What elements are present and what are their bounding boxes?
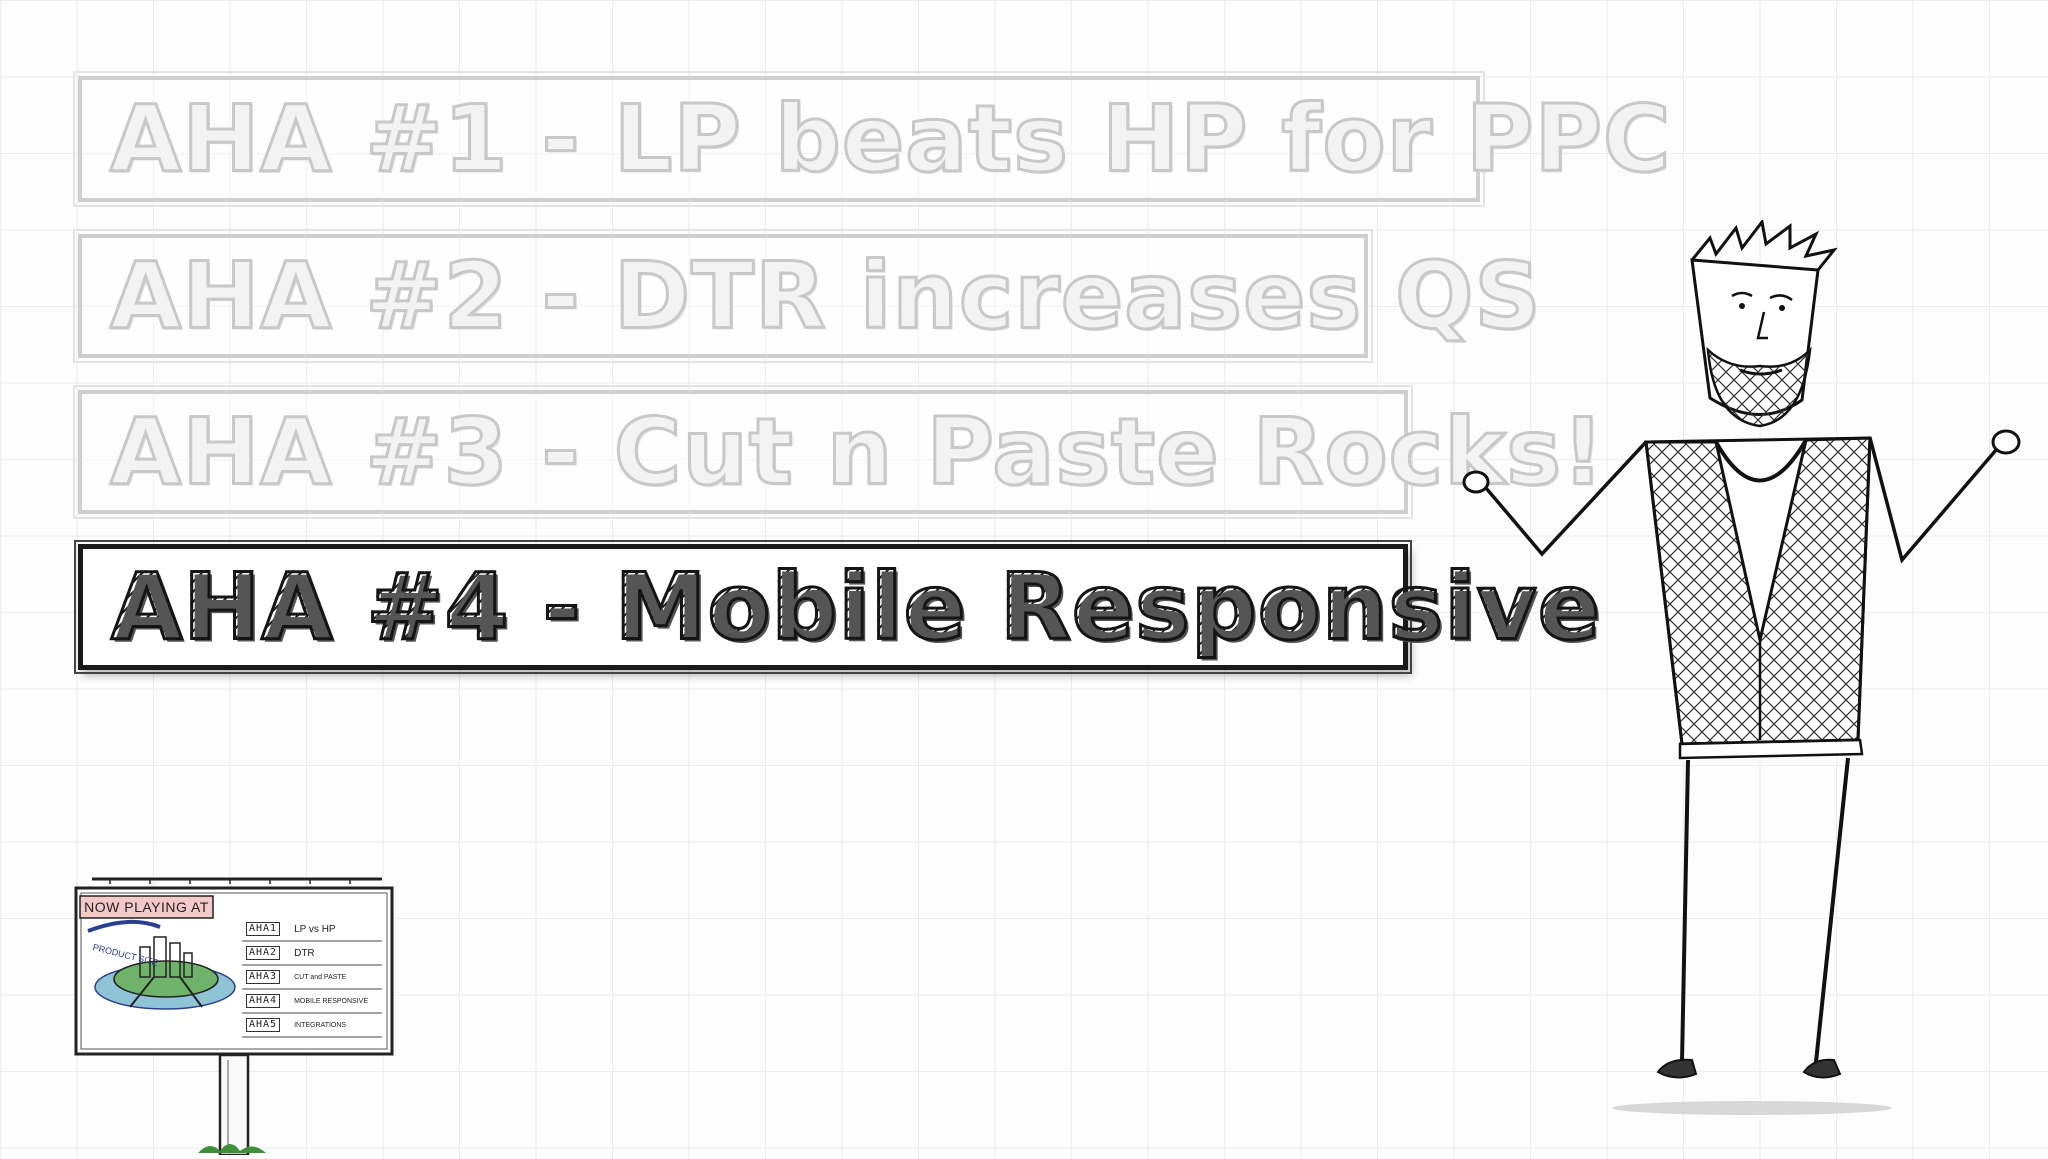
billboard-row-label: CUT and PASTE	[294, 973, 347, 981]
stick-figure	[1430, 218, 2030, 1120]
stick-figure-drawing	[1462, 218, 2021, 1115]
aha-4-text: AHA #4 - Mobile Responsive	[109, 552, 1602, 662]
billboard-row: AHA2 DTR	[246, 943, 315, 963]
billboard-row-label: MOBILE RESPONSIVE	[294, 997, 369, 1005]
billboard-row-aha: AHA4	[246, 994, 281, 1008]
billboard-drawing	[74, 877, 394, 1157]
aha-3-text: AHA #3 - Cut n Paste Rocks!	[108, 397, 1606, 507]
billboard-row-label: DTR	[294, 947, 315, 959]
billboard-row: AHA3 CUT and PASTE	[246, 967, 346, 987]
billboard-row-aha: AHA2	[246, 946, 281, 960]
aha-2-text: AHA #2 - DTR increases QS	[109, 241, 1543, 351]
aha-2-box: AHA #2 - DTR increases QS	[73, 229, 1542, 363]
billboard-illustration: NOW PLAYING AT PRODUCT SITE AHA1 LP vs H…	[70, 875, 400, 1157]
aha-1-box: AHA #1 - LP beats HP for PPC	[73, 71, 1672, 207]
aha-3-box: AHA #3 - Cut n Paste Rocks!	[73, 385, 1606, 519]
billboard-row: AHA1 LP vs HP	[246, 919, 336, 939]
billboard-row: AHA5 INTEGRATIONS	[246, 1015, 346, 1035]
aha-4-box: AHA #4 - Mobile Responsive	[74, 540, 1602, 674]
billboard-row-label: LP vs HP	[294, 923, 336, 935]
billboard-row-aha: AHA1	[246, 922, 281, 936]
aha-1-text: AHA #1 - LP beats HP for PPC	[108, 84, 1672, 194]
billboard-row: AHA4 MOBILE RESPONSIVE	[246, 991, 368, 1011]
billboard-row-label: INTEGRATIONS	[294, 1021, 347, 1029]
billboard-heading: NOW PLAYING AT	[84, 899, 209, 915]
billboard-row-aha: AHA3	[246, 970, 281, 984]
billboard-row-aha: AHA5	[246, 1018, 281, 1032]
